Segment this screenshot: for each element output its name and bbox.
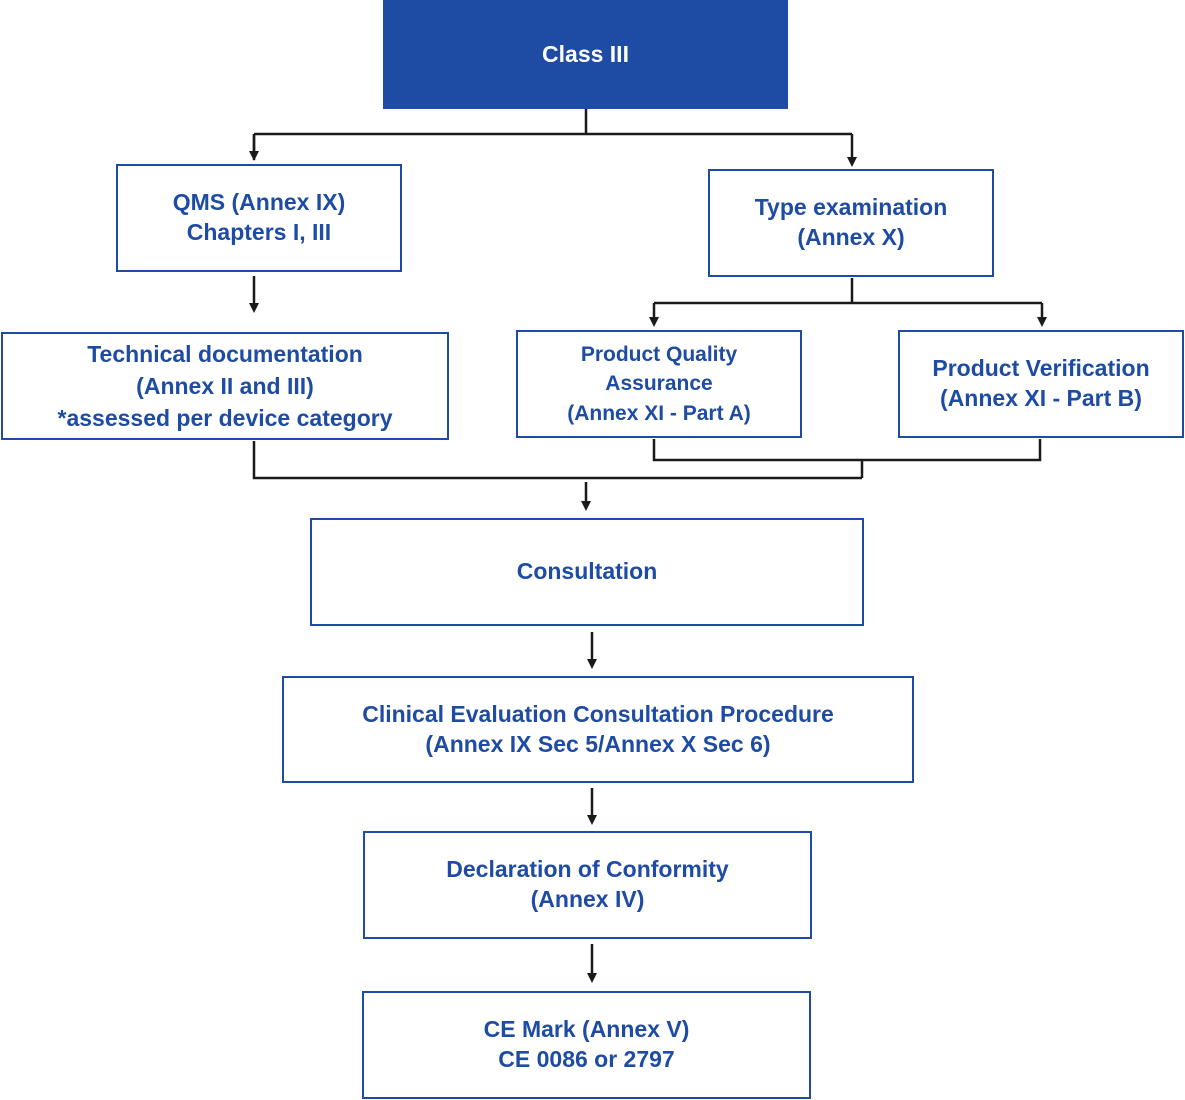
connector-tech-doc-merge (252, 441, 862, 480)
technical-documentation-label: Technical documentation (Annex II and II… (57, 340, 393, 432)
consultation-node: Consultation (310, 518, 864, 626)
declaration-of-conformity-label: Declaration of Conformity (Annex IV) (446, 856, 729, 912)
product-verification-label: Product Verification (Annex XI - Part B) (932, 355, 1150, 411)
declaration-of-conformity-node: Declaration of Conformity (Annex IV) (363, 831, 812, 939)
type-examination-node: Type examination (Annex X) (708, 169, 994, 277)
qms-node: QMS (Annex IX) Chapters I, III (116, 164, 402, 272)
class-iii-node: Class III (383, 0, 788, 109)
connector-pqa-pv-merge (652, 439, 1042, 462)
class-iii-label: Class III (542, 40, 629, 67)
clinical-evaluation-node: Clinical Evaluation Consultation Procedu… (282, 676, 914, 783)
product-quality-assurance-node: Product Quality Assurance (Annex XI - Pa… (516, 330, 802, 438)
clinical-evaluation-label: Clinical Evaluation Consultation Procedu… (362, 700, 834, 757)
product-verification-node: Product Verification (Annex XI - Part B) (898, 330, 1184, 438)
qms-label: QMS (Annex IX) Chapters I, III (172, 189, 346, 245)
consultation-label: Consultation (516, 558, 658, 585)
type-examination-label: Type examination (Annex X) (754, 194, 948, 250)
product-quality-assurance-label: Product Quality Assurance (Annex XI - Pa… (567, 342, 751, 425)
technical-documentation-node: Technical documentation (Annex II and II… (1, 332, 449, 440)
ce-mark-label: CE Mark (Annex V) CE 0086 or 2797 (483, 1016, 690, 1072)
ce-mark-node: CE Mark (Annex V) CE 0086 or 2797 (362, 991, 811, 1099)
